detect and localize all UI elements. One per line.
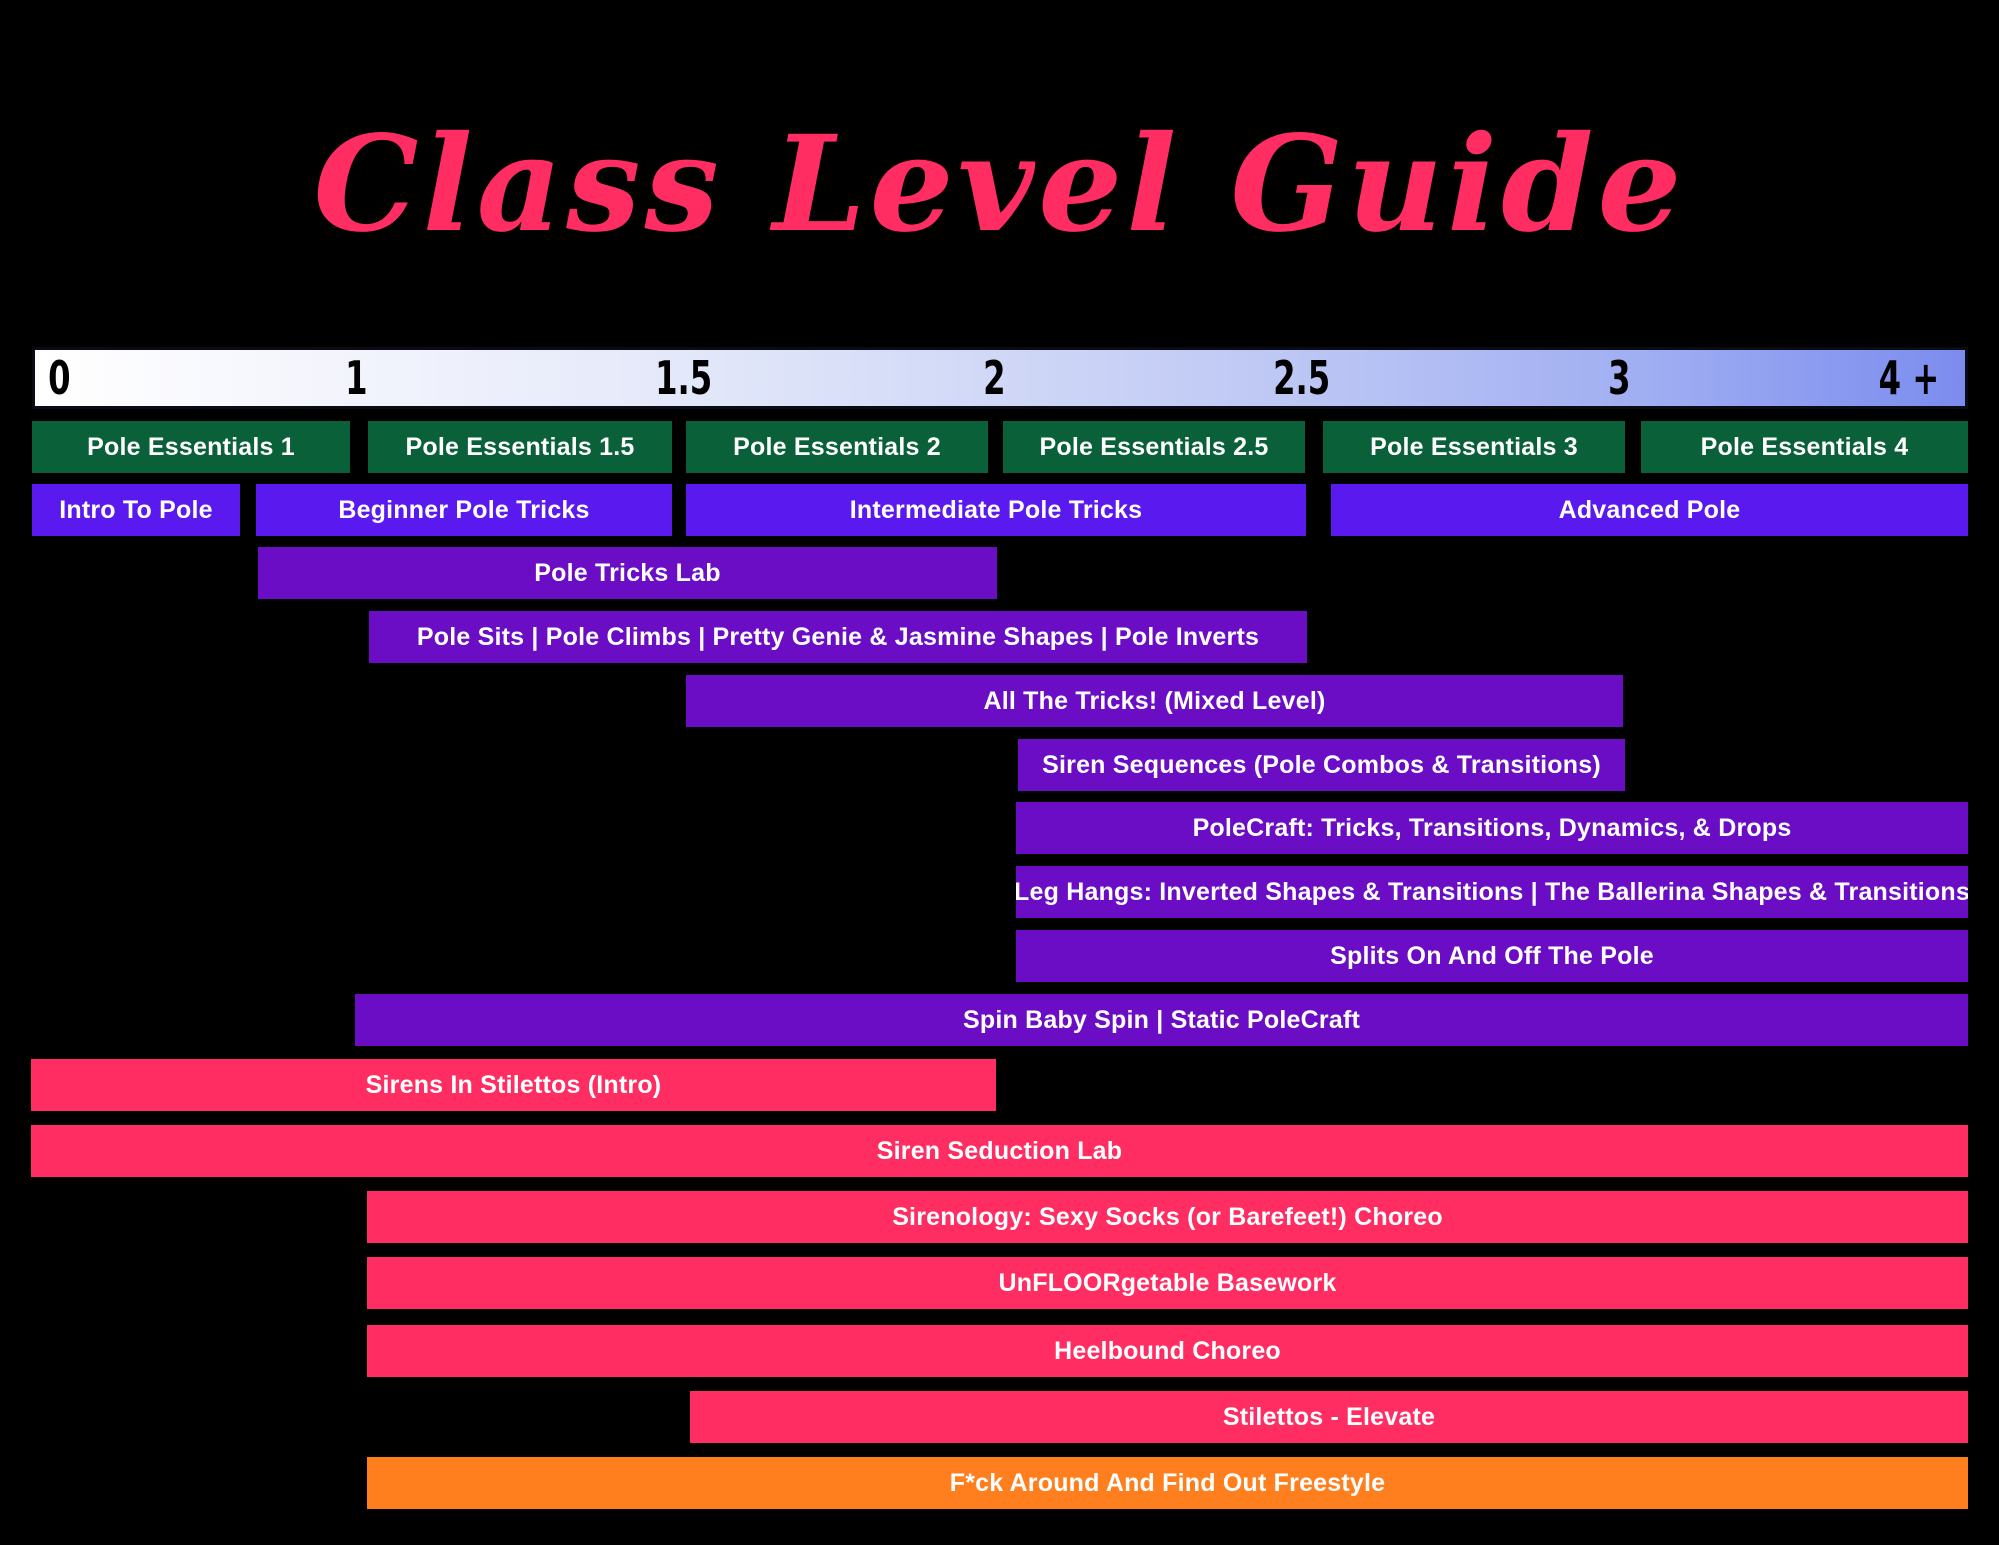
class-bar-siren-sequences[interactable]: Siren Sequences (Pole Combos & Transitio… [1018, 739, 1625, 791]
class-bar-label: F*ck Around And Find Out Freestyle [949, 1468, 1386, 1497]
class-bar-label: Heelbound Choreo [1054, 1336, 1281, 1365]
class-bar-pole-skills[interactable]: Pole Sits | Pole Climbs | Pretty Genie &… [369, 611, 1307, 663]
class-bar-fck-around-freestyle[interactable]: F*ck Around And Find Out Freestyle [367, 1457, 1968, 1509]
class-bar-pole-levels-4[interactable]: Advanced Pole [1331, 484, 1968, 536]
class-bar-label: Sirens In Stilettos (Intro) [365, 1070, 662, 1099]
class-bar-label: Pole Essentials 3 [1370, 432, 1578, 461]
class-bar-label: UnFLOORgetable Basework [998, 1268, 1337, 1297]
class-bar-pole-levels-3[interactable]: Intermediate Pole Tricks [686, 484, 1306, 536]
class-bar-pole-levels-1[interactable]: Intro To Pole [32, 484, 240, 536]
class-bar-leg-hangs[interactable]: Leg Hangs: Inverted Shapes & Transitions… [1016, 866, 1968, 918]
scale-tick-4+: 4 + [1878, 351, 1940, 405]
class-bar-pole-essentials-2[interactable]: Pole Essentials 1.5 [368, 421, 672, 473]
class-bar-label: Intermediate Pole Tricks [849, 495, 1143, 524]
class-bar-label: Pole Essentials 1 [87, 432, 295, 461]
class-bar-label: Pole Sits | Pole Climbs | Pretty Genie &… [416, 622, 1260, 651]
class-bar-label: Pole Essentials 1.5 [405, 432, 635, 461]
class-bar-label: Spin Baby Spin | Static PoleCraft [963, 1005, 1360, 1034]
class-bar-pole-essentials-1[interactable]: Pole Essentials 1 [32, 421, 350, 473]
class-bar-label: All The Tricks! (Mixed Level) [983, 686, 1326, 715]
class-bar-stilettos-elevate[interactable]: Stilettos - Elevate [690, 1391, 1968, 1443]
scale-tick-2: 2 [983, 351, 1006, 405]
class-bar-label: PoleCraft: Tricks, Transitions, Dynamics… [1192, 813, 1792, 842]
class-bar-label: Siren Sequences (Pole Combos & Transitio… [1042, 750, 1601, 779]
scale-tick-15: 1.5 [655, 351, 713, 405]
class-bar-label: Advanced Pole [1558, 495, 1741, 524]
class-bar-unfloorgetable[interactable]: UnFLOORgetable Basework [367, 1257, 1968, 1309]
scale-tick-0: 0 [48, 351, 71, 405]
class-bar-label: Pole Essentials 4 [1700, 432, 1909, 461]
class-bar-siren-seduction-lab[interactable]: Siren Seduction Lab [31, 1125, 1968, 1177]
class-bar-heelbound-choreo[interactable]: Heelbound Choreo [367, 1325, 1968, 1377]
class-bar-label: Sirenology: Sexy Socks (or Barefeet!) Ch… [892, 1202, 1443, 1231]
class-bar-all-the-tricks[interactable]: All The Tricks! (Mixed Level) [686, 675, 1623, 727]
class-bar-sirens-in-stilettos[interactable]: Sirens In Stilettos (Intro) [31, 1059, 996, 1111]
scale-tick-3: 3 [1608, 351, 1631, 405]
class-bar-label: Leg Hangs: Inverted Shapes & Transitions… [1016, 877, 1968, 906]
class-bar-label: Intro To Pole [59, 495, 213, 524]
class-bar-splits[interactable]: Splits On And Off The Pole [1016, 930, 1968, 982]
class-bar-polecraft[interactable]: PoleCraft: Tricks, Transitions, Dynamics… [1016, 802, 1968, 854]
class-bar-pole-essentials-4[interactable]: Pole Essentials 2.5 [1003, 421, 1305, 473]
class-bar-label: Stilettos - Elevate [1222, 1402, 1436, 1431]
class-bar-label: Pole Essentials 2.5 [1039, 432, 1269, 461]
page-title: Class Level Guide [313, 107, 1686, 262]
class-bar-spin-baby-spin[interactable]: Spin Baby Spin | Static PoleCraft [355, 994, 1968, 1046]
level-scale-bar: 0 1 1.5 2 2.5 3 4 + [32, 347, 1968, 409]
class-bar-pole-essentials-5[interactable]: Pole Essentials 3 [1323, 421, 1625, 473]
class-bar-pole-essentials-6[interactable]: Pole Essentials 4 [1641, 421, 1968, 473]
class-bar-label: Splits On And Off The Pole [1330, 941, 1654, 970]
class-bar-pole-essentials-3[interactable]: Pole Essentials 2 [686, 421, 988, 473]
class-bar-label: Beginner Pole Tricks [338, 495, 590, 524]
scale-tick-25: 2.5 [1273, 351, 1331, 405]
class-bar-pole-tricks-lab[interactable]: Pole Tricks Lab [258, 547, 997, 599]
scale-tick-1: 1 [345, 351, 368, 405]
class-bar-pole-levels-2[interactable]: Beginner Pole Tricks [256, 484, 672, 536]
class-bar-sirenology[interactable]: Sirenology: Sexy Socks (or Barefeet!) Ch… [367, 1191, 1968, 1243]
class-bar-label: Pole Essentials 2 [733, 432, 941, 461]
class-bar-label: Siren Seduction Lab [876, 1136, 1123, 1165]
class-bar-label: Pole Tricks Lab [534, 558, 721, 587]
